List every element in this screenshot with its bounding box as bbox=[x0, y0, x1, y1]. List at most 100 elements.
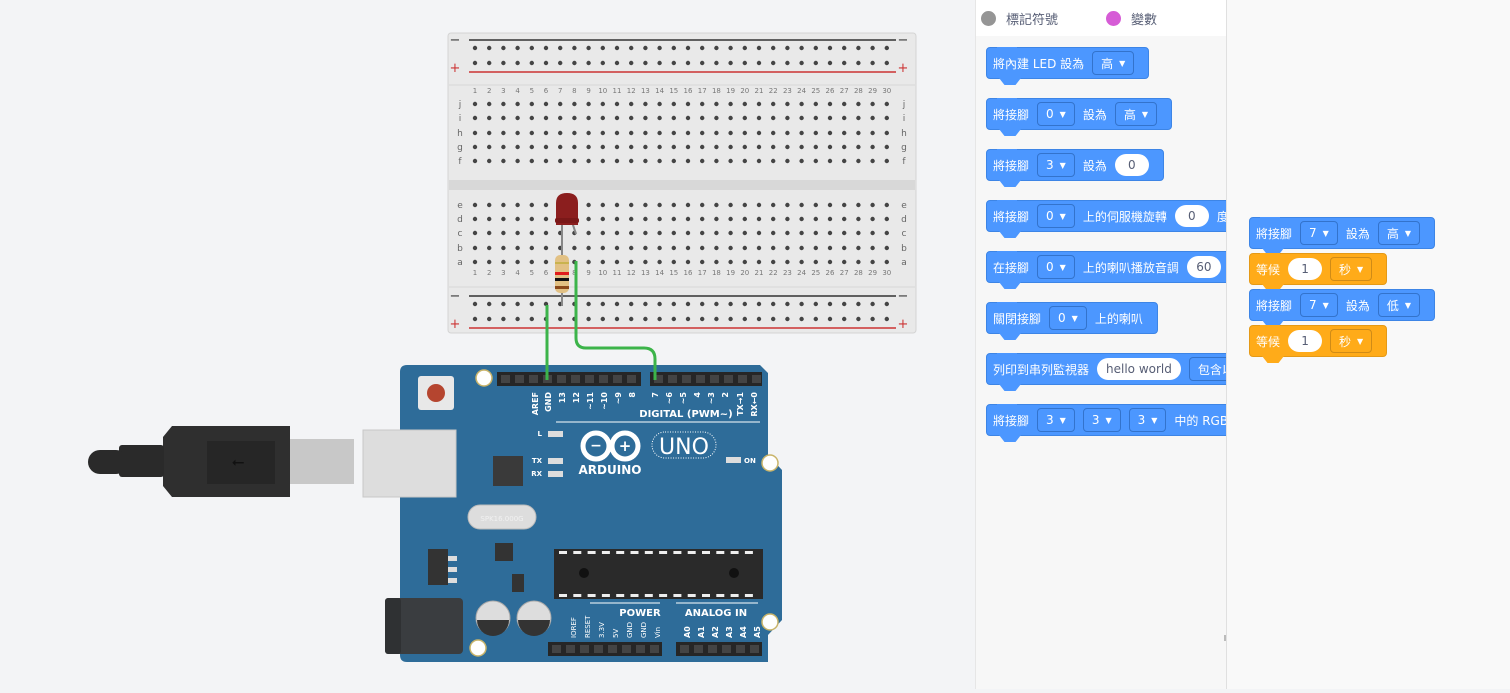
breadboard-hole[interactable] bbox=[643, 115, 648, 121]
rail-hole[interactable] bbox=[771, 301, 776, 307]
breadboard-hole[interactable] bbox=[728, 245, 733, 251]
rail-hole[interactable] bbox=[614, 60, 620, 66]
header-pin[interactable] bbox=[696, 375, 705, 383]
breadboard-hole[interactable] bbox=[529, 230, 534, 236]
breadboard-hole[interactable] bbox=[472, 202, 478, 208]
breadboard-hole[interactable] bbox=[515, 130, 520, 136]
breadboard-hole[interactable] bbox=[515, 158, 520, 164]
breadboard-hole[interactable] bbox=[515, 101, 520, 107]
header-pin[interactable] bbox=[724, 375, 733, 383]
breadboard-hole[interactable] bbox=[558, 115, 563, 121]
rail-hole[interactable] bbox=[629, 45, 634, 51]
breadboard-hole[interactable] bbox=[827, 130, 833, 136]
breadboard-hole[interactable] bbox=[870, 144, 875, 150]
rail-hole[interactable] bbox=[515, 316, 520, 322]
breadboard-hole[interactable] bbox=[543, 216, 549, 222]
breadboard-hole[interactable] bbox=[515, 115, 520, 121]
header-pin[interactable] bbox=[750, 645, 759, 653]
breadboard-hole[interactable] bbox=[671, 202, 676, 208]
block-input[interactable]: 1 bbox=[1288, 258, 1323, 280]
breadboard-hole[interactable] bbox=[785, 216, 790, 222]
breadboard-hole[interactable] bbox=[629, 216, 634, 222]
breadboard-hole[interactable] bbox=[472, 130, 478, 136]
breadboard-hole[interactable] bbox=[643, 230, 648, 236]
breadboard-hole[interactable] bbox=[501, 230, 506, 236]
breadboard-hole[interactable] bbox=[472, 245, 478, 251]
rail-hole[interactable] bbox=[785, 301, 790, 307]
breadboard-hole[interactable] bbox=[657, 259, 662, 265]
breadboard-hole[interactable] bbox=[685, 216, 691, 222]
breadboard-hole[interactable] bbox=[714, 158, 719, 164]
rail-hole[interactable] bbox=[870, 60, 875, 66]
breadboard-hole[interactable] bbox=[742, 115, 747, 121]
scrollbar[interactable] bbox=[1224, 635, 1226, 641]
breadboard-hole[interactable] bbox=[600, 130, 605, 136]
breadboard-hole[interactable] bbox=[856, 230, 861, 236]
breadboard-hole[interactable] bbox=[813, 245, 818, 251]
breadboard-hole[interactable] bbox=[799, 130, 804, 136]
breadboard-hole[interactable] bbox=[600, 245, 605, 251]
breadboard-hole[interactable] bbox=[629, 230, 634, 236]
rail-hole[interactable] bbox=[543, 60, 549, 66]
breadboard-hole[interactable] bbox=[771, 202, 776, 208]
rail-hole[interactable] bbox=[813, 301, 818, 307]
breadboard-hole[interactable] bbox=[487, 115, 492, 121]
breadboard-hole[interactable] bbox=[643, 101, 648, 107]
rail-hole[interactable] bbox=[742, 301, 747, 307]
breadboard-hole[interactable] bbox=[799, 259, 804, 265]
block-dropdown[interactable]: 0▼ bbox=[1037, 102, 1075, 126]
breadboard-hole[interactable] bbox=[529, 259, 534, 265]
breadboard-hole[interactable] bbox=[700, 259, 705, 265]
breadboard-hole[interactable] bbox=[543, 115, 549, 121]
breadboard-hole[interactable] bbox=[501, 202, 506, 208]
breadboard-hole[interactable] bbox=[657, 230, 662, 236]
rail-hole[interactable] bbox=[827, 60, 833, 66]
rail-hole[interactable] bbox=[572, 45, 577, 51]
breadboard-hole[interactable] bbox=[685, 158, 691, 164]
breadboard-hole[interactable] bbox=[884, 230, 889, 236]
breadboard-hole[interactable] bbox=[742, 202, 747, 208]
rail-hole[interactable] bbox=[842, 316, 847, 322]
breadboard-hole[interactable] bbox=[629, 144, 634, 150]
rail-hole[interactable] bbox=[714, 60, 719, 66]
rail-hole[interactable] bbox=[685, 301, 691, 307]
breadboard-hole[interactable] bbox=[543, 245, 549, 251]
breadboard-hole[interactable] bbox=[870, 101, 875, 107]
breadboard-hole[interactable] bbox=[742, 216, 747, 222]
breadboard-hole[interactable] bbox=[785, 245, 790, 251]
rail-hole[interactable] bbox=[671, 301, 676, 307]
code-block[interactable]: 將內建 LED 設為高▼ bbox=[986, 47, 1150, 85]
breadboard-hole[interactable] bbox=[785, 202, 790, 208]
breadboard-hole[interactable] bbox=[700, 202, 705, 208]
rail-hole[interactable] bbox=[813, 45, 818, 51]
block-dropdown[interactable]: 秒▼ bbox=[1330, 257, 1373, 281]
rail-hole[interactable] bbox=[671, 45, 676, 51]
breadboard-hole[interactable] bbox=[785, 259, 790, 265]
breadboard-hole[interactable] bbox=[487, 230, 492, 236]
rail-hole[interactable] bbox=[472, 301, 478, 307]
breadboard-hole[interactable] bbox=[756, 259, 762, 265]
header-pin[interactable] bbox=[708, 645, 717, 653]
breadboard-hole[interactable] bbox=[572, 130, 577, 136]
block-dropdown[interactable]: 7▼ bbox=[1300, 293, 1338, 317]
rail-hole[interactable] bbox=[501, 301, 506, 307]
breadboard-hole[interactable] bbox=[487, 245, 492, 251]
rail-hole[interactable] bbox=[700, 45, 705, 51]
breadboard-hole[interactable] bbox=[600, 158, 605, 164]
rail-hole[interactable] bbox=[487, 316, 492, 322]
breadboard-hole[interactable] bbox=[884, 144, 889, 150]
breadboard-hole[interactable] bbox=[728, 259, 733, 265]
breadboard-hole[interactable] bbox=[487, 202, 492, 208]
breadboard-hole[interactable] bbox=[856, 259, 861, 265]
breadboard-hole[interactable] bbox=[629, 130, 634, 136]
breadboard-hole[interactable] bbox=[487, 216, 492, 222]
rail-hole[interactable] bbox=[515, 301, 520, 307]
rail-hole[interactable] bbox=[629, 60, 634, 66]
breadboard-hole[interactable] bbox=[728, 130, 733, 136]
rail-hole[interactable] bbox=[472, 45, 478, 51]
breadboard-hole[interactable] bbox=[842, 130, 847, 136]
red-led[interactable] bbox=[556, 193, 578, 225]
rail-hole[interactable] bbox=[614, 301, 620, 307]
